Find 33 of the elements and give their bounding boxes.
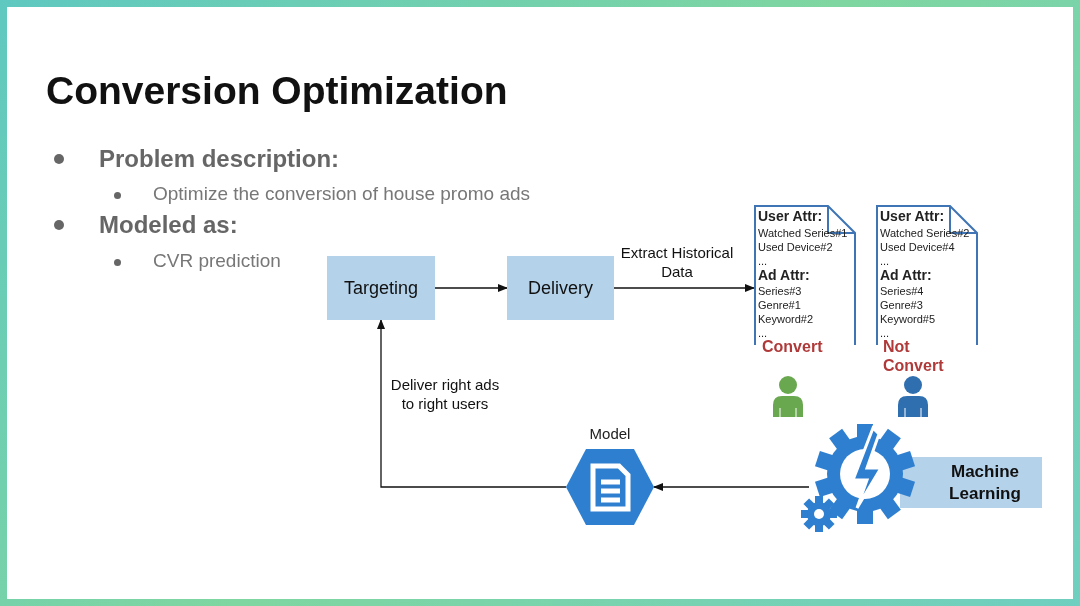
bullet-heading: Modeled as: xyxy=(99,211,238,239)
slide-title: Conversion Optimization xyxy=(46,69,508,113)
attribute-item: Keyword#5 xyxy=(880,313,936,325)
attribute-item: Used Device#4 xyxy=(880,241,955,253)
bullet-heading: Problem description: xyxy=(99,145,340,173)
attribute-item: ... xyxy=(880,327,890,339)
label-band: Machine Learning xyxy=(900,457,1042,508)
outcome-label: Not Convert xyxy=(883,337,945,375)
node-label: Model xyxy=(588,425,632,442)
attribute-item: ... xyxy=(758,327,768,339)
attribute-heading: Ad Attr: xyxy=(880,267,932,283)
bullet-text: CVR prediction xyxy=(153,250,281,272)
arrow xyxy=(613,284,755,292)
attribute-heading: User Attr: xyxy=(880,208,945,224)
attribute-item: Watched Series#2 xyxy=(880,227,970,239)
attribute-item: Used Device#2 xyxy=(758,241,833,253)
attribute-item: Keyword#2 xyxy=(758,313,814,325)
bullet-text: Optimize the conversion of house promo ads xyxy=(153,183,531,205)
process-box: Delivery xyxy=(507,256,614,320)
arrow xyxy=(377,319,567,488)
outcome-label: Convert xyxy=(762,337,824,356)
attribute-item: Series#4 xyxy=(880,285,924,297)
attribute-item: Genre#3 xyxy=(880,299,923,311)
arrow xyxy=(653,483,810,491)
attribute-item: Watched Series#1 xyxy=(758,227,848,239)
attribute-item: ... xyxy=(880,255,890,267)
attribute-heading: User Attr: xyxy=(758,208,823,224)
attribute-heading: Ad Attr: xyxy=(758,267,810,283)
attribute-item: Genre#1 xyxy=(758,299,801,311)
process-box: Targeting xyxy=(327,256,435,320)
attribute-item: Series#3 xyxy=(758,285,802,297)
arrow xyxy=(434,284,508,292)
attribute-item: ... xyxy=(758,255,768,267)
